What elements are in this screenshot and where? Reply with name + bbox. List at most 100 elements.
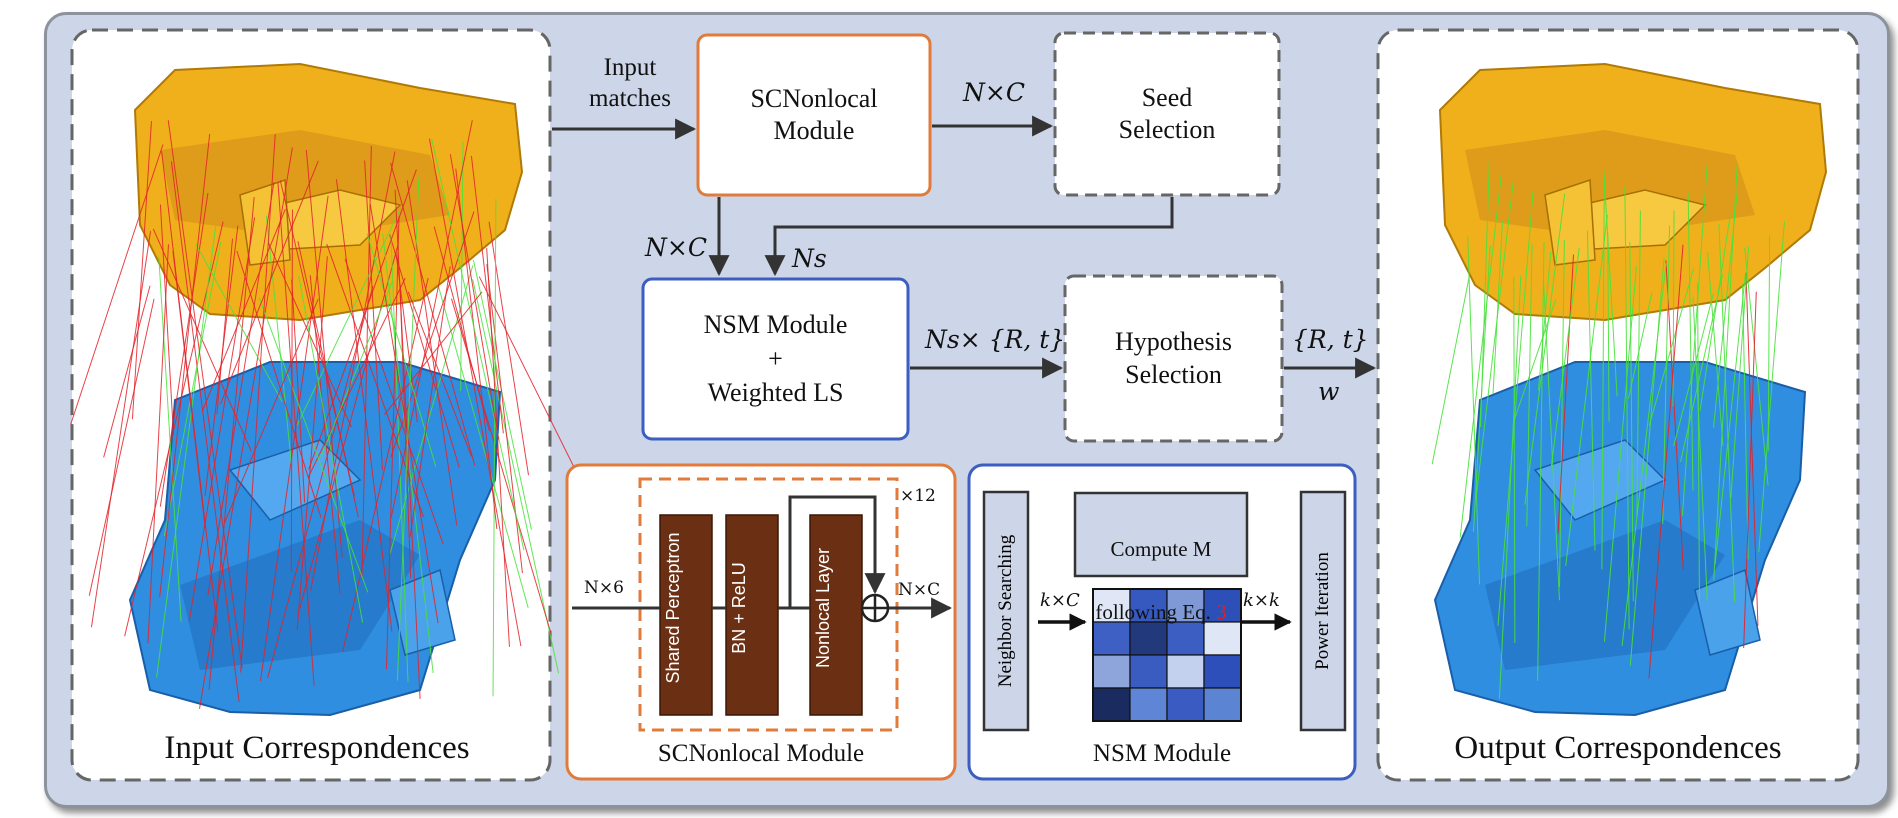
match-line bbox=[70, 144, 164, 425]
edge-label-nc-left: N×C bbox=[645, 233, 707, 262]
matrix-cell bbox=[1203, 654, 1242, 689]
hypothesis-selection-box bbox=[1063, 274, 1284, 443]
compute-m-line1: Compute M bbox=[1110, 536, 1212, 561]
bn-relu-label: BN + ReLU bbox=[728, 562, 749, 654]
match-line bbox=[1431, 276, 1470, 465]
match-line bbox=[161, 151, 219, 632]
match-line bbox=[366, 233, 437, 467]
match-line bbox=[1565, 214, 1608, 567]
matrix-cell bbox=[1092, 687, 1131, 722]
nonlocal-layer-label: Nonlocal Layer bbox=[812, 547, 833, 669]
matrix-cell bbox=[1129, 687, 1168, 722]
match-line bbox=[1607, 232, 1610, 422]
scnonlocal-module-label: SCNonlocal Module bbox=[750, 83, 878, 146]
match-line bbox=[1480, 158, 1490, 428]
neighbor-searching-block bbox=[982, 490, 1030, 732]
input-matches-label: Input matches bbox=[589, 53, 671, 112]
match-line bbox=[1718, 223, 1736, 603]
match-line bbox=[1459, 173, 1502, 538]
match-line bbox=[296, 209, 401, 426]
match-line bbox=[216, 238, 233, 415]
match-line bbox=[326, 243, 424, 518]
scnonlocal-input-dim: N×6 bbox=[584, 578, 624, 598]
match-line bbox=[201, 208, 286, 412]
output-match-lines bbox=[1431, 158, 1785, 699]
match-line bbox=[290, 209, 293, 572]
power-iteration-block bbox=[1299, 490, 1347, 732]
match-line bbox=[88, 298, 155, 596]
match-line bbox=[188, 217, 256, 622]
match-line bbox=[470, 155, 504, 434]
output-panel: Output Correspondences bbox=[1376, 28, 1860, 782]
match-line bbox=[396, 177, 420, 681]
match-line bbox=[1557, 254, 1574, 534]
match-line bbox=[299, 245, 399, 609]
match-line bbox=[1513, 276, 1516, 643]
edge-label-w: w bbox=[1318, 377, 1340, 406]
match-line bbox=[492, 198, 497, 697]
match-line bbox=[305, 149, 343, 557]
match-line bbox=[159, 134, 211, 597]
match-line bbox=[486, 248, 510, 647]
match-line bbox=[159, 204, 174, 436]
match-line bbox=[431, 138, 525, 551]
scnonlocal-connections bbox=[572, 495, 953, 619]
sum-symbol bbox=[862, 595, 888, 621]
match-line bbox=[1586, 230, 1596, 551]
match-line bbox=[260, 195, 329, 681]
match-line bbox=[1697, 283, 1700, 602]
layer-bar bbox=[659, 514, 713, 716]
match-line bbox=[1707, 252, 1724, 446]
input-match-lines bbox=[70, 120, 581, 709]
compute-m-label: Compute M following Eq. 3 bbox=[1075, 500, 1247, 624]
match-line bbox=[219, 160, 319, 405]
match-line bbox=[1713, 162, 1738, 581]
match-line bbox=[437, 284, 529, 609]
match-line bbox=[1636, 210, 1641, 517]
compute-m-block bbox=[1073, 491, 1249, 578]
match-line bbox=[103, 285, 151, 458]
kk-label: k×k bbox=[1243, 590, 1280, 611]
match-line bbox=[1476, 181, 1514, 494]
match-line bbox=[156, 225, 217, 678]
match-line bbox=[449, 154, 500, 440]
match-line bbox=[390, 120, 473, 518]
match-line bbox=[1629, 258, 1665, 666]
scnonlocal-layers bbox=[659, 514, 863, 716]
match-line bbox=[1524, 193, 1566, 505]
match-line bbox=[307, 277, 406, 478]
repeat-count: ×12 bbox=[900, 486, 936, 506]
hypothesis-selection-label: Hypothesis Selection bbox=[1115, 327, 1232, 389]
matrix-cell bbox=[1166, 654, 1205, 689]
match-line bbox=[1767, 235, 1771, 452]
match-line bbox=[1714, 271, 1747, 565]
match-line bbox=[1467, 236, 1481, 585]
nsm-weighted-ls-label: NSM Module + Weighted LS bbox=[703, 310, 848, 407]
scnonlocal-module-box bbox=[696, 33, 932, 197]
repeat-block bbox=[638, 477, 899, 732]
layer-bar bbox=[725, 514, 779, 716]
input-point-clouds bbox=[128, 62, 524, 717]
match-line bbox=[131, 121, 152, 420]
match-line bbox=[163, 241, 222, 537]
match-line bbox=[389, 265, 474, 555]
match-line bbox=[1742, 284, 1749, 560]
match-line bbox=[277, 181, 315, 686]
match-line bbox=[309, 275, 341, 594]
edge-label-rt-out: {R, t} bbox=[1292, 325, 1369, 354]
match-line bbox=[267, 285, 374, 679]
matrix-border bbox=[1092, 588, 1242, 722]
match-line bbox=[361, 145, 372, 580]
match-line bbox=[335, 179, 393, 632]
match-line bbox=[390, 235, 409, 682]
match-line bbox=[407, 291, 472, 457]
match-line bbox=[207, 181, 275, 595]
matrix-cell bbox=[1203, 621, 1242, 656]
match-line bbox=[1537, 251, 1552, 391]
match-line bbox=[298, 275, 364, 623]
flow-arrows bbox=[552, 115, 1377, 379]
match-line bbox=[265, 215, 292, 465]
match-line bbox=[364, 160, 383, 471]
match-line bbox=[1745, 272, 1759, 626]
output-point-clouds bbox=[1433, 62, 1828, 717]
